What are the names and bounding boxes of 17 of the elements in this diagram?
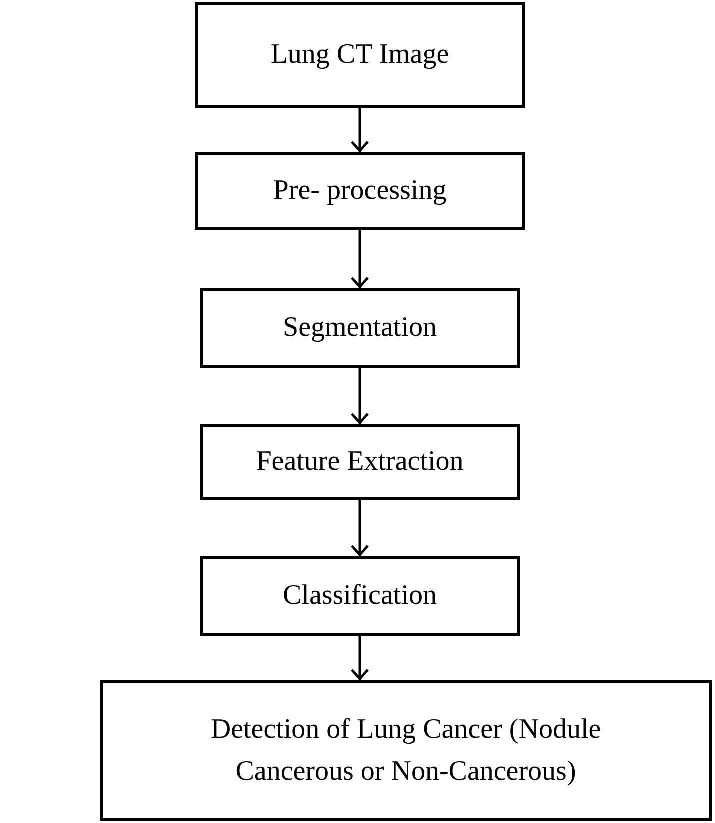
- process-box: [100, 680, 712, 821]
- box-label: Pre- processing: [273, 174, 447, 208]
- arrow: [350, 368, 370, 424]
- box-label: Classification: [283, 579, 437, 613]
- box-label: Segmentation: [283, 311, 437, 345]
- arrow: [350, 500, 370, 556]
- box-label: Lung CT Image: [270, 38, 450, 72]
- process-box: [195, 152, 525, 230]
- arrow: [350, 230, 370, 288]
- arrow: [350, 636, 370, 680]
- process-box: [195, 2, 525, 108]
- process-box: [200, 556, 520, 636]
- process-box: [200, 424, 520, 500]
- arrow: [350, 108, 370, 152]
- process-box: [200, 288, 520, 368]
- box-label: Feature Extraction: [256, 445, 464, 479]
- box-label: Detection of Lung Cancer (Nodule Cancerous or Non-Cancerous): [210, 712, 602, 788]
